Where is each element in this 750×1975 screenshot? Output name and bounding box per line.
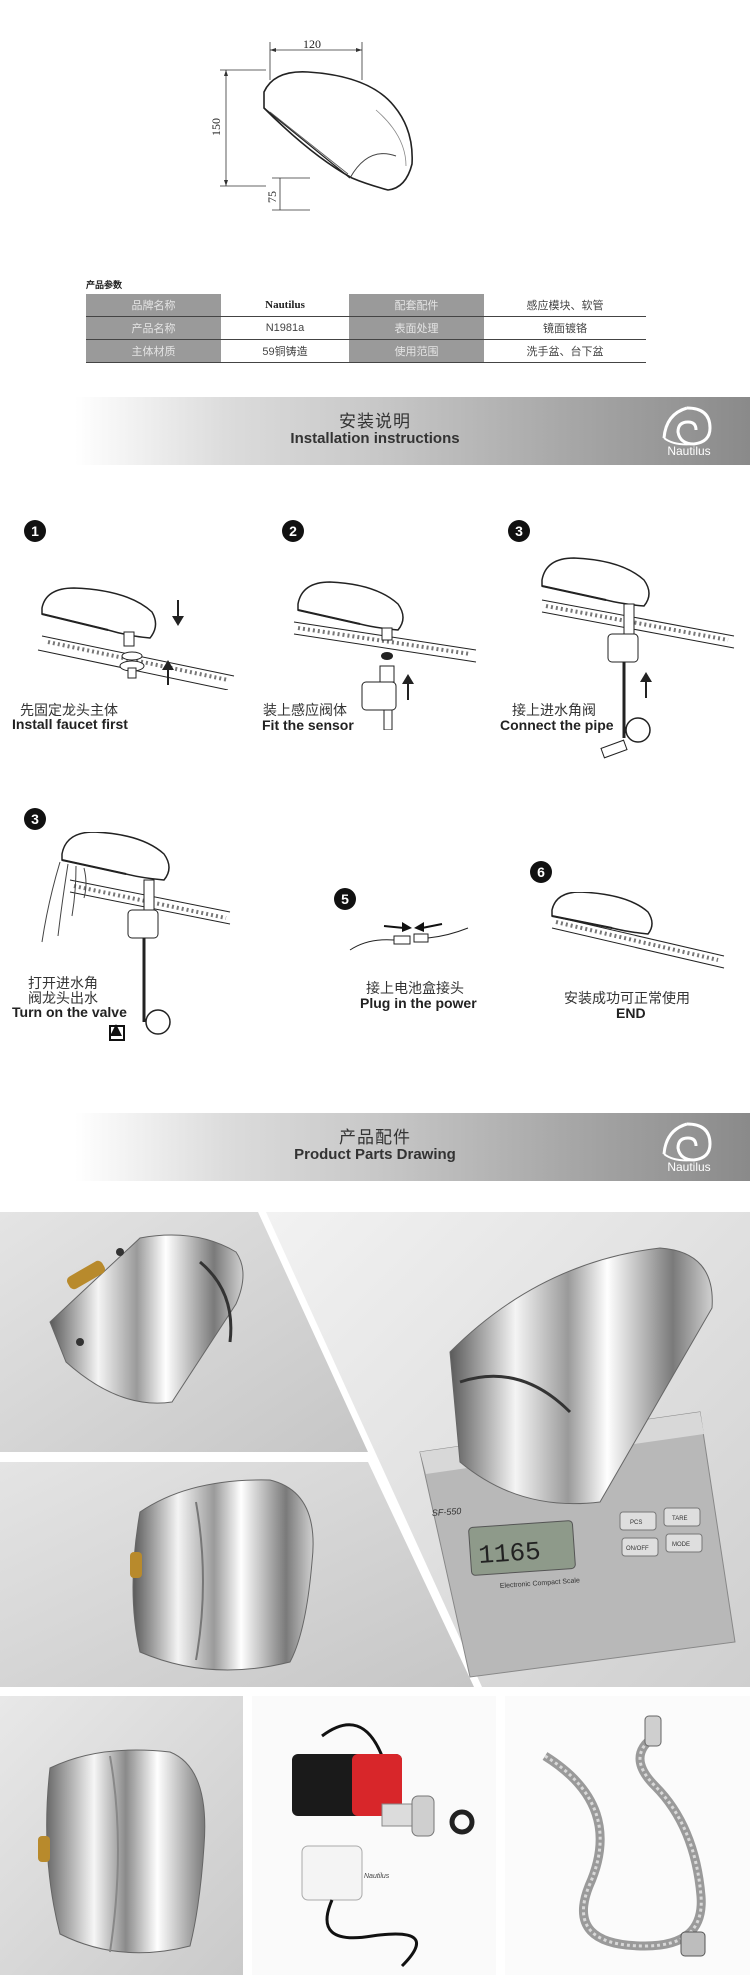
- step-6-en: END: [616, 1005, 646, 1021]
- spec-value: N1981a: [221, 316, 349, 340]
- parts-banner: 产品配件 Product Parts Drawing Nautilus: [0, 1113, 750, 1181]
- spec-value: 感应模块、软管: [484, 294, 646, 317]
- dim-width-label: 120: [303, 38, 321, 51]
- parts-title-en: Product Parts Drawing: [294, 1146, 456, 1163]
- parts-title-cn: 产品配件: [339, 1128, 411, 1147]
- photo-sensor-kit: Nautilus: [252, 1696, 496, 1975]
- step-5-cn: 接上电池盒接头: [366, 980, 464, 996]
- spec-label: 使用范围: [349, 339, 484, 363]
- install-title-cn: 安装说明: [339, 412, 411, 431]
- dim-height-label: 150: [209, 118, 223, 136]
- scale-brand: SF-550: [431, 1506, 461, 1518]
- step-4-cn-line2: 阀龙头出水: [28, 990, 98, 1006]
- step-5-en: Plug in the power: [360, 995, 477, 1011]
- scale-reading: 1165: [477, 1537, 541, 1571]
- spec-table-section: 产品参数 品牌名称 Nautilus 配套配件 感应模块、软管 产品名称 N19…: [86, 278, 646, 363]
- step-4-en: Turn on the valve: [12, 1004, 127, 1020]
- step-1-en: Install faucet first: [12, 716, 128, 732]
- dimension-drawing: 120 150 75: [200, 38, 540, 218]
- spec-label: 配套配件: [349, 294, 484, 317]
- photo-faucet-front: [0, 1696, 243, 1975]
- logo-brand-name: Nautilus: [667, 444, 711, 458]
- spec-label: 表面处理: [349, 316, 484, 340]
- table-row: 主体材质 59铜铸造 使用范围 洗手盆、台下盆: [86, 339, 646, 363]
- product-photo-collage: SF-550 1165 Electronic Compact Scale PCS…: [0, 1212, 750, 1687]
- step-6-cn: 安装成功可正常使用: [564, 990, 690, 1006]
- install-banner: 安装说明 Installation instructions Nautilus: [0, 397, 750, 465]
- faucet-photo-side: [49, 1234, 244, 1404]
- faucet-photo-front: [130, 1479, 314, 1671]
- spec-label: 产品名称: [86, 316, 221, 340]
- logo-brand-name: Nautilus: [667, 1160, 711, 1174]
- install-title-en: Installation instructions: [290, 430, 460, 447]
- step-2-illustration: [290, 570, 480, 730]
- scale-button-onoff: ON/OFF: [626, 1546, 649, 1552]
- dim-spout-label: 75: [265, 191, 279, 203]
- scale-button-tare: TARE: [672, 1516, 688, 1522]
- step-number: 6: [530, 861, 552, 883]
- spec-value: Nautilus: [221, 294, 349, 317]
- step-5-illustration: [348, 910, 470, 960]
- step-3-cn: 接上进水角阀: [512, 702, 596, 718]
- sensor-label: Nautilus: [364, 1873, 390, 1880]
- spec-value: 洗手盆、台下盆: [484, 339, 646, 363]
- scale-photo: [419, 1247, 736, 1678]
- step-number: 2: [282, 520, 304, 542]
- step-1-cn: 先固定龙头主体: [20, 702, 118, 718]
- step-3-en: Connect the pipe: [500, 717, 614, 733]
- nautilus-logo-icon: [662, 1122, 712, 1162]
- step-2-en: Fit the sensor: [262, 717, 354, 733]
- spec-value: 59铜铸造: [221, 339, 349, 363]
- table-row: 品牌名称 Nautilus 配套配件 感应模块、软管: [86, 294, 646, 317]
- step-3-illustration: [538, 548, 738, 768]
- photo-hose: [505, 1696, 750, 1975]
- step-number: 1: [24, 520, 46, 542]
- step-number: 3: [508, 520, 530, 542]
- nautilus-logo-icon: [662, 406, 712, 446]
- spec-label: 品牌名称: [86, 294, 221, 317]
- step-4-illustration: [40, 832, 240, 1052]
- step-4-cn-line1: 打开进水角: [28, 975, 98, 991]
- spec-table: 品牌名称 Nautilus 配套配件 感应模块、软管 产品名称 N1981a 表…: [86, 294, 646, 363]
- step-number: 5: [334, 888, 356, 910]
- spec-label: 主体材质: [86, 339, 221, 363]
- table-row: 产品名称 N1981a 表面处理 镜面镀铬: [86, 316, 646, 340]
- spec-value: 镜面镀铬: [484, 316, 646, 340]
- step-6-illustration: [548, 892, 728, 972]
- scale-button-mode: MODE: [672, 1542, 690, 1548]
- spec-title: 产品参数: [86, 280, 123, 290]
- step-2-cn: 装上感应阀体: [263, 702, 347, 718]
- step-number: 3: [24, 808, 46, 830]
- scale-button-pcs: PCS: [630, 1520, 642, 1526]
- step-1-illustration: [28, 570, 238, 690]
